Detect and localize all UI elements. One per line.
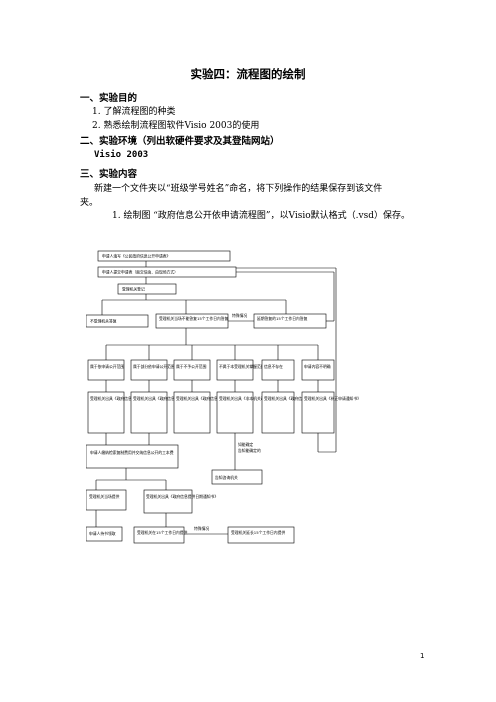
svg-text:属于依申请公开范围: 属于依申请公开范围 <box>90 364 124 369</box>
svg-text:属于不予公开范围: 属于不予公开范围 <box>176 364 207 369</box>
svg-text:属于部分依申请公开范围: 属于部分依申请公开范围 <box>133 364 175 369</box>
svg-text:受理机关当场不能答复15个工作日内答复: 受理机关当场不能答复15个工作日内答复 <box>159 316 229 321</box>
section-heading-2: 二、实验环境（列出软硬件要求及其登陆网站） <box>80 136 280 147</box>
flowchart-box: 受理机关出具《政府信息提供日期通知书》 <box>143 489 218 514</box>
flowchart-box: 受理机关延长15个工作日内提供 <box>227 526 295 544</box>
svg-text:延期答复的15个工作日内答复: 延期答复的15个工作日内答复 <box>257 316 308 321</box>
edge-label: 特殊情况 <box>232 313 247 318</box>
svg-text:受理机关在15个工作日内提供: 受理机关在15个工作日内提供 <box>137 530 188 535</box>
svg-text:受理机关出具《政府信息提供日期通知书》: 受理机关出具《政府信息提供日期通知书》 <box>146 494 218 499</box>
flowchart-figure: 申请人填写《公民政府信息公开申请表》 申请人提交申请表（面交信函、由现场方式） … <box>85 240 426 570</box>
flowchart-box: 申请内容不明确 <box>301 359 335 381</box>
svg-text:受理机关出具《政府信息不予公开告知书》: 受理机关出具《政府信息不予公开告知书》 <box>176 396 248 401</box>
flowchart-box: 受理机关出具《政府信息公开告知书》 <box>87 391 155 434</box>
svg-text:受理机关当场提供: 受理机关当场提供 <box>89 494 120 499</box>
flowchart-box: 受理机关出具《政府信息不予公开告知书》 <box>173 391 248 434</box>
edge-label: 特殊情况 <box>194 526 209 531</box>
svg-text:信息不存在: 信息不存在 <box>264 364 283 369</box>
flowchart-box: 延期答复的15个工作日内答复 <box>253 313 327 329</box>
svg-text:告知咨询机关: 告知咨询机关 <box>215 475 238 480</box>
flowchart-box: 受理机关在15个工作日内提供 <box>133 526 188 544</box>
section-item: 2. 熟悉绘制流程图软件Visio 2003的使用 <box>92 121 260 131</box>
edge-label: 如能确定 <box>238 442 253 447</box>
flowchart-box: 属于依申请公开范围 <box>87 359 124 381</box>
svg-text:受理机关出具《非本机关政府信息告知书》: 受理机关出具《非本机关政府信息告知书》 <box>219 396 291 401</box>
svg-text:受理机关出具《补正申请通知书》: 受理机关出具《补正申请通知书》 <box>304 396 361 401</box>
flowchart-box: 申请人填写《公民政府信息公开申请表》 <box>97 250 231 262</box>
edge-label: 告知能确定的 <box>238 448 261 453</box>
section-item: 1. 了解流程图的种类 <box>92 107 176 117</box>
svg-text:受理机关出具《政府信息公开告知书》: 受理机关出具《政府信息公开告知书》 <box>90 396 155 401</box>
flowchart-box: 受理机关出具《补正申请通知书》 <box>301 391 361 434</box>
page-number: 1 <box>420 652 425 660</box>
svg-text:不属于本受理机关掌握范围: 不属于本受理机关掌握范围 <box>219 364 265 369</box>
svg-text:不受理机关答复: 不受理机关答复 <box>90 319 117 324</box>
flowchart-box: 申请人提交申请表（面交信函、由现场方式） <box>97 266 237 278</box>
flowchart-box: 受理机关当场不能答复15个工作日内答复 <box>155 313 229 329</box>
task-item: 1. 绘制图 “政府信息公开依申请流程图”，以Visio默认格式（.vsd）保存… <box>112 211 410 221</box>
flowchart-box: 不属于本受理机关掌握范围 <box>216 359 265 381</box>
flowchart-box: 受理机关当场提供 <box>85 489 127 511</box>
svg-text:申请人提交申请表（面交信函、由现场方式）: 申请人提交申请表（面交信函、由现场方式） <box>102 270 178 275</box>
flowchart-box: 受理机关出具《政府信息不存在告知书》 <box>261 391 332 434</box>
svg-text:受理机关延长15个工作日内提供: 受理机关延长15个工作日内提供 <box>231 530 285 535</box>
section-paragraph: 夹。 <box>80 198 99 208</box>
svg-text:受理机关出具《政府信息不存在告知书》: 受理机关出具《政府信息不存在告知书》 <box>264 396 332 401</box>
environment-text: Visio 2003 <box>94 150 149 160</box>
flowchart-box: 受理机关登记 <box>117 283 177 295</box>
svg-text:申请人填写《公民政府信息公开申请表》: 申请人填写《公民政府信息公开申请表》 <box>102 254 170 259</box>
flowchart-box: 属于部分依申请公开范围 <box>130 359 175 381</box>
svg-text:申请内容不明确: 申请内容不明确 <box>304 364 331 369</box>
page-title: 实验四：流程图的绘制 <box>190 67 306 81</box>
svg-text:受理机关出具《政府信息部分公开告知书》: 受理机关出具《政府信息部分公开告知书》 <box>133 396 205 401</box>
flowchart-box: 不受理机关答复 <box>85 314 149 328</box>
svg-text:申请人缴纳检索复制费用并交纳信息公开的工本费: 申请人缴纳检索复制费用并交纳信息公开的工本费 <box>90 450 174 455</box>
svg-text:申请人持书领取: 申请人持书领取 <box>89 531 116 536</box>
flowchart-box: 受理机关出具《非本机关政府信息告知书》 <box>216 391 291 434</box>
flowchart-box: 信息不存在 <box>261 359 295 381</box>
flowchart-box: 告知咨询机关 <box>211 469 263 485</box>
svg-text:受理机关登记: 受理机关登记 <box>122 287 145 292</box>
flowchart-box: 属于不予公开范围 <box>173 359 211 381</box>
flowchart-connectors <box>95 261 337 535</box>
flowchart-box: 申请人持书领取 <box>85 526 123 542</box>
flowchart-box: 申请人缴纳检索复制费用并交纳信息公开的工本费 <box>85 444 179 469</box>
section-heading-1: 一、实验目的 <box>80 93 138 104</box>
section-heading-3: 三、实验内容 <box>80 169 138 180</box>
flowchart-box: 受理机关出具《政府信息部分公开告知书》 <box>130 391 205 434</box>
section-paragraph: 新建一个文件夹以“班级学号姓名”命名，将下列操作的结果保存到该文件 <box>94 184 383 194</box>
flowchart-svg: 申请人填写《公民政府信息公开申请表》 申请人提交申请表（面交信函、由现场方式） … <box>85 250 361 544</box>
